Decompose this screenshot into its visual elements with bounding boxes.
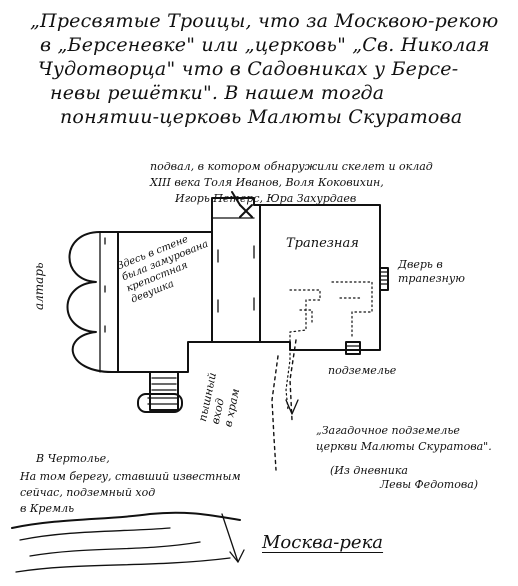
apse-outline — [66, 231, 129, 373]
heading-line-2: в „Берсеневке" или „церковь" „Св. Никола… — [40, 34, 490, 56]
refectory-door-label-1: Дверь в — [398, 258, 443, 271]
river-label: Москва-река — [262, 532, 384, 553]
river-waves — [11, 511, 241, 529]
arrow-icon — [231, 191, 241, 206]
chertolye-line-2: На том берегу, ставший известным — [20, 470, 241, 483]
chertolye-line-4: в Кремль — [20, 502, 75, 515]
heading-line-4: невы решётки". В нашем тогда — [50, 82, 385, 104]
diary-line-1: (Из дневника — [330, 464, 408, 477]
river-arrow-icon — [221, 513, 239, 563]
refectory-label: Трапезная — [286, 236, 359, 251]
altar-label: алтарь — [32, 262, 46, 310]
tunnel-to-river — [271, 355, 279, 471]
heading-line-5: понятии-церковь Малюты Скуратова — [60, 106, 463, 128]
trapdoor-icon — [345, 341, 361, 355]
basement-note-line-1: подвал, в котором обнаружили скелет и ок… — [150, 160, 433, 173]
stairs-icon — [137, 371, 183, 413]
underground-label: подземелье — [328, 364, 397, 377]
chertolye-line-3: сейчас, подземный ход — [20, 486, 156, 499]
heading-line-3: Чудотворца" что в Садовниках у Берсе- — [38, 58, 459, 80]
cross-icon — [239, 204, 253, 218]
refectory-door-label-2: трапезную — [398, 272, 465, 285]
underground-passage-3 — [289, 339, 297, 421]
chertolye-line-1: В Чертолье, — [36, 452, 110, 465]
door-icon — [379, 267, 389, 291]
mysterious-line-1: „Загадочное подземелье — [316, 424, 460, 437]
underground-passage — [285, 289, 321, 411]
mysterious-line-2: церкви Малюты Скуратова". — [316, 440, 492, 453]
underground-passage-2 — [331, 281, 373, 339]
basement-note-line-3: Игорь Петерс, Юра Захурдаев — [175, 192, 357, 205]
basement-note-line-2: XIII века Толя Иванов, Воля Коковихин, — [150, 176, 384, 189]
heading-line-1: „Пресвятые Троицы, что за Москвою-рекою — [30, 10, 499, 32]
diary-line-2: Левы Федотова) — [380, 478, 479, 491]
